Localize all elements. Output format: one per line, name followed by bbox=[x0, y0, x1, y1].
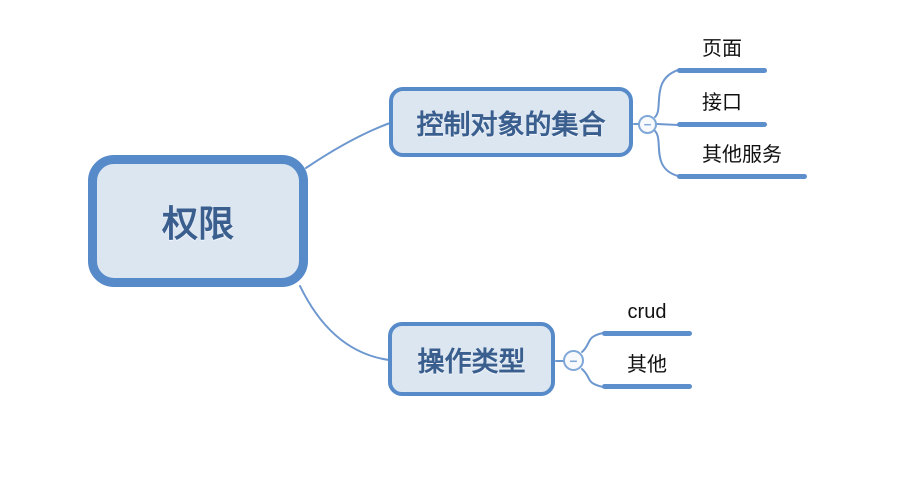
branch-topic-control-objects[interactable]: 控制对象的集合 bbox=[389, 87, 633, 157]
leaf-topic-label: 页面 bbox=[702, 38, 742, 60]
edge-root-to-branch-2 bbox=[299, 285, 390, 361]
edge-branch-2-to-leaf-1 bbox=[581, 332, 604, 353]
edge-root-to-branch-1 bbox=[305, 122, 391, 169]
leaf-underline bbox=[602, 331, 692, 336]
leaf-topic-label: 其他 bbox=[627, 354, 667, 376]
leaf-topic-label: 接口 bbox=[702, 92, 742, 114]
leaf-topic-other-services[interactable]: 其他服务 bbox=[677, 142, 807, 179]
leaf-underline bbox=[677, 68, 767, 73]
leaf-topic-label: crud bbox=[627, 301, 667, 323]
leaf-topic-interface[interactable]: 接口 bbox=[677, 90, 767, 127]
branch-topic-label: 操作类型 bbox=[417, 346, 526, 377]
leaf-underline bbox=[677, 122, 767, 127]
leaf-underline bbox=[602, 384, 692, 389]
edge-branch-2-to-leaf-2 bbox=[581, 368, 604, 388]
leaf-underline bbox=[677, 174, 807, 179]
collapse-button-branch-2[interactable]: − bbox=[563, 350, 584, 371]
collapse-button-branch-1[interactable]: − bbox=[638, 115, 657, 134]
root-topic-label: 权限 bbox=[161, 203, 234, 244]
edge-branch-1-to-leaf-2 bbox=[656, 123, 679, 126]
leaf-topic-label: 其他服务 bbox=[702, 144, 782, 166]
leaf-topic-crud[interactable]: crud bbox=[602, 299, 692, 336]
branch-topic-label: 控制对象的集合 bbox=[416, 109, 606, 140]
root-topic[interactable]: 权限 bbox=[88, 155, 308, 287]
leaf-topic-page[interactable]: 页面 bbox=[677, 36, 767, 73]
edge-branch-1-to-leaf-1 bbox=[654, 69, 679, 118]
minus-icon: − bbox=[569, 352, 578, 369]
leaf-topic-other[interactable]: 其他 bbox=[602, 352, 692, 389]
minus-icon: − bbox=[643, 117, 652, 132]
edge-branch-1-to-leaf-3 bbox=[654, 130, 679, 177]
branch-topic-operation-types[interactable]: 操作类型 bbox=[388, 322, 555, 396]
